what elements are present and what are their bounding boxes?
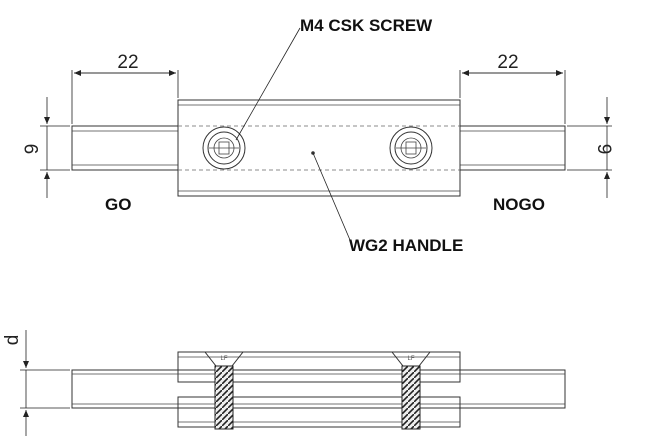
top-view: 22 22 9 9 [22,16,614,255]
screw-head-left [202,126,246,170]
dim-left-length-label: 22 [117,52,138,73]
dim-left-length: 22 [71,52,179,124]
dim-right-height-label: 9 [593,144,614,155]
handle-callout: WG2 HANDLE [349,236,463,255]
upper-plate [177,351,461,383]
screw-side-left: LF [203,351,245,430]
screw-head-right [389,126,433,170]
dim-side-height: d [2,330,70,436]
handle-leader [312,152,351,241]
dim-left-height-label: 9 [22,144,43,155]
nogo-pin [459,125,566,171]
screw-callout: M4 CSK SCREW [300,16,433,35]
screw-side-right: LF [390,351,432,430]
go-label: GO [105,195,131,214]
handle-body [177,99,461,197]
dim-right-height: 9 [567,97,614,198]
dim-right-length: 22 [459,52,566,124]
go-pin [71,125,179,171]
screw-leader [235,27,301,141]
dim-side-height-label: d [2,335,23,346]
screw-right-mark: LF [407,356,414,362]
dim-right-length-label: 22 [497,52,518,73]
screw-left-mark: LF [220,356,227,362]
side-pin [71,369,566,409]
side-view: LF LF d [2,330,566,436]
nogo-label: NOGO [493,195,545,214]
dim-left-height: 9 [22,97,70,198]
